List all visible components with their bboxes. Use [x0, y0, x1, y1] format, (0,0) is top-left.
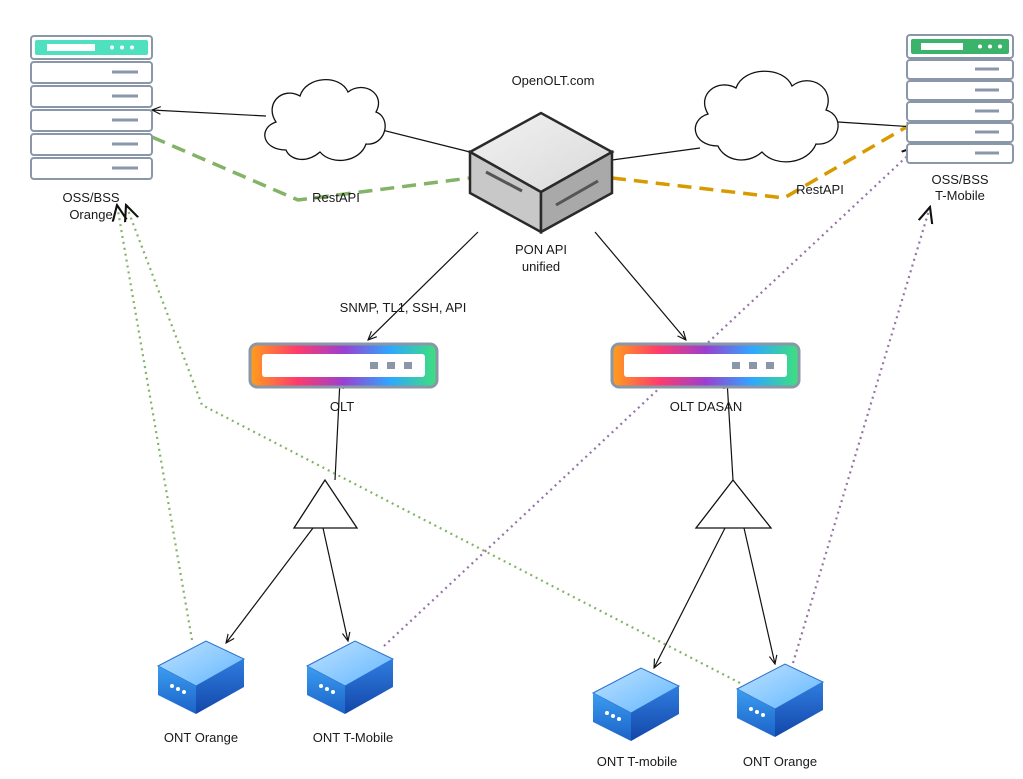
- dotted-ont-orange-right-to-oss-tmobile: [791, 207, 930, 664]
- ont-orange-left-label: ONT Orange: [164, 730, 238, 745]
- restapi-left-label: RestAPI: [312, 190, 360, 205]
- dotted-ont-orange-left-to-oss-orange: [117, 205, 194, 641]
- edge-splitter-left-to-ont-tmobile: [322, 527, 348, 641]
- edge-splitter-right-to-olt-dasan: [727, 380, 734, 481]
- splitter-right-icon: [694, 478, 773, 529]
- edge-splitter-right-to-ont-tmobile: [654, 527, 726, 668]
- pon-api-label-line1: PON API: [515, 242, 567, 257]
- cloud-right-icon: [694, 70, 839, 163]
- ont-orange-left-icon: [156, 640, 246, 714]
- olt-label: OLT: [330, 399, 354, 414]
- restapi-orange-link: [151, 135, 471, 202]
- pon-api-hub-icon: [467, 111, 615, 235]
- olt-dasan-label: OLT DASAN: [670, 399, 742, 414]
- edge-cloud-left-to-oss-orange: [152, 110, 267, 117]
- edge-hub-to-olt-dasan: [594, 231, 686, 340]
- oss-bss-orange-server: [30, 35, 153, 180]
- edge-splitter-left-to-ont-orange: [226, 527, 314, 643]
- cloud-left-icon: [264, 79, 386, 162]
- edge-splitter-left-to-olt: [334, 380, 340, 481]
- openolt-label: OpenOLT.com: [512, 73, 595, 88]
- edge-hub-to-cloud-right: [611, 147, 701, 161]
- oss-orange-label-line1: OSS/BSS: [62, 190, 119, 205]
- ont-tmobile-left-icon: [305, 640, 395, 714]
- restapi-right-label: RestAPI: [796, 182, 844, 197]
- restapi-tmobile-link: [611, 120, 916, 200]
- edge-hub-to-olt: [368, 231, 479, 340]
- edge-splitter-right-to-ont-orange: [743, 527, 775, 664]
- ont-orange-right-label: ONT Orange: [743, 754, 817, 769]
- edge-hub-to-cloud-left: [374, 128, 471, 153]
- edge-cloud-right-to-oss-tmobile: [837, 121, 915, 127]
- oss-orange-label-line2: Orange: [69, 207, 112, 222]
- oss-tmobile-label-line1: OSS/BSS: [931, 172, 988, 187]
- splitter-left-icon: [292, 478, 359, 529]
- oss-bss-tmobile-server: [906, 34, 1014, 164]
- protocols-label: SNMP, TL1, SSH, API: [340, 300, 467, 315]
- labels: OpenOLT.com PON API unified OSS/BSS Oran…: [62, 73, 988, 769]
- olt-dasan-device: [610, 342, 801, 389]
- connectors: [117, 110, 930, 684]
- ont-tmobile-right-icon: [591, 667, 681, 741]
- oss-tmobile-label-line2: T-Mobile: [935, 188, 985, 203]
- ont-tmobile-right-label: ONT T-mobile: [597, 754, 677, 769]
- ont-orange-right-icon: [735, 663, 825, 737]
- pon-api-label-line2: unified: [522, 259, 560, 274]
- olt-device: [248, 342, 439, 389]
- ont-tmobile-left-label: ONT T-Mobile: [313, 730, 393, 745]
- dotted-ont-tmobile-left-to-oss-tmobile: [383, 146, 918, 647]
